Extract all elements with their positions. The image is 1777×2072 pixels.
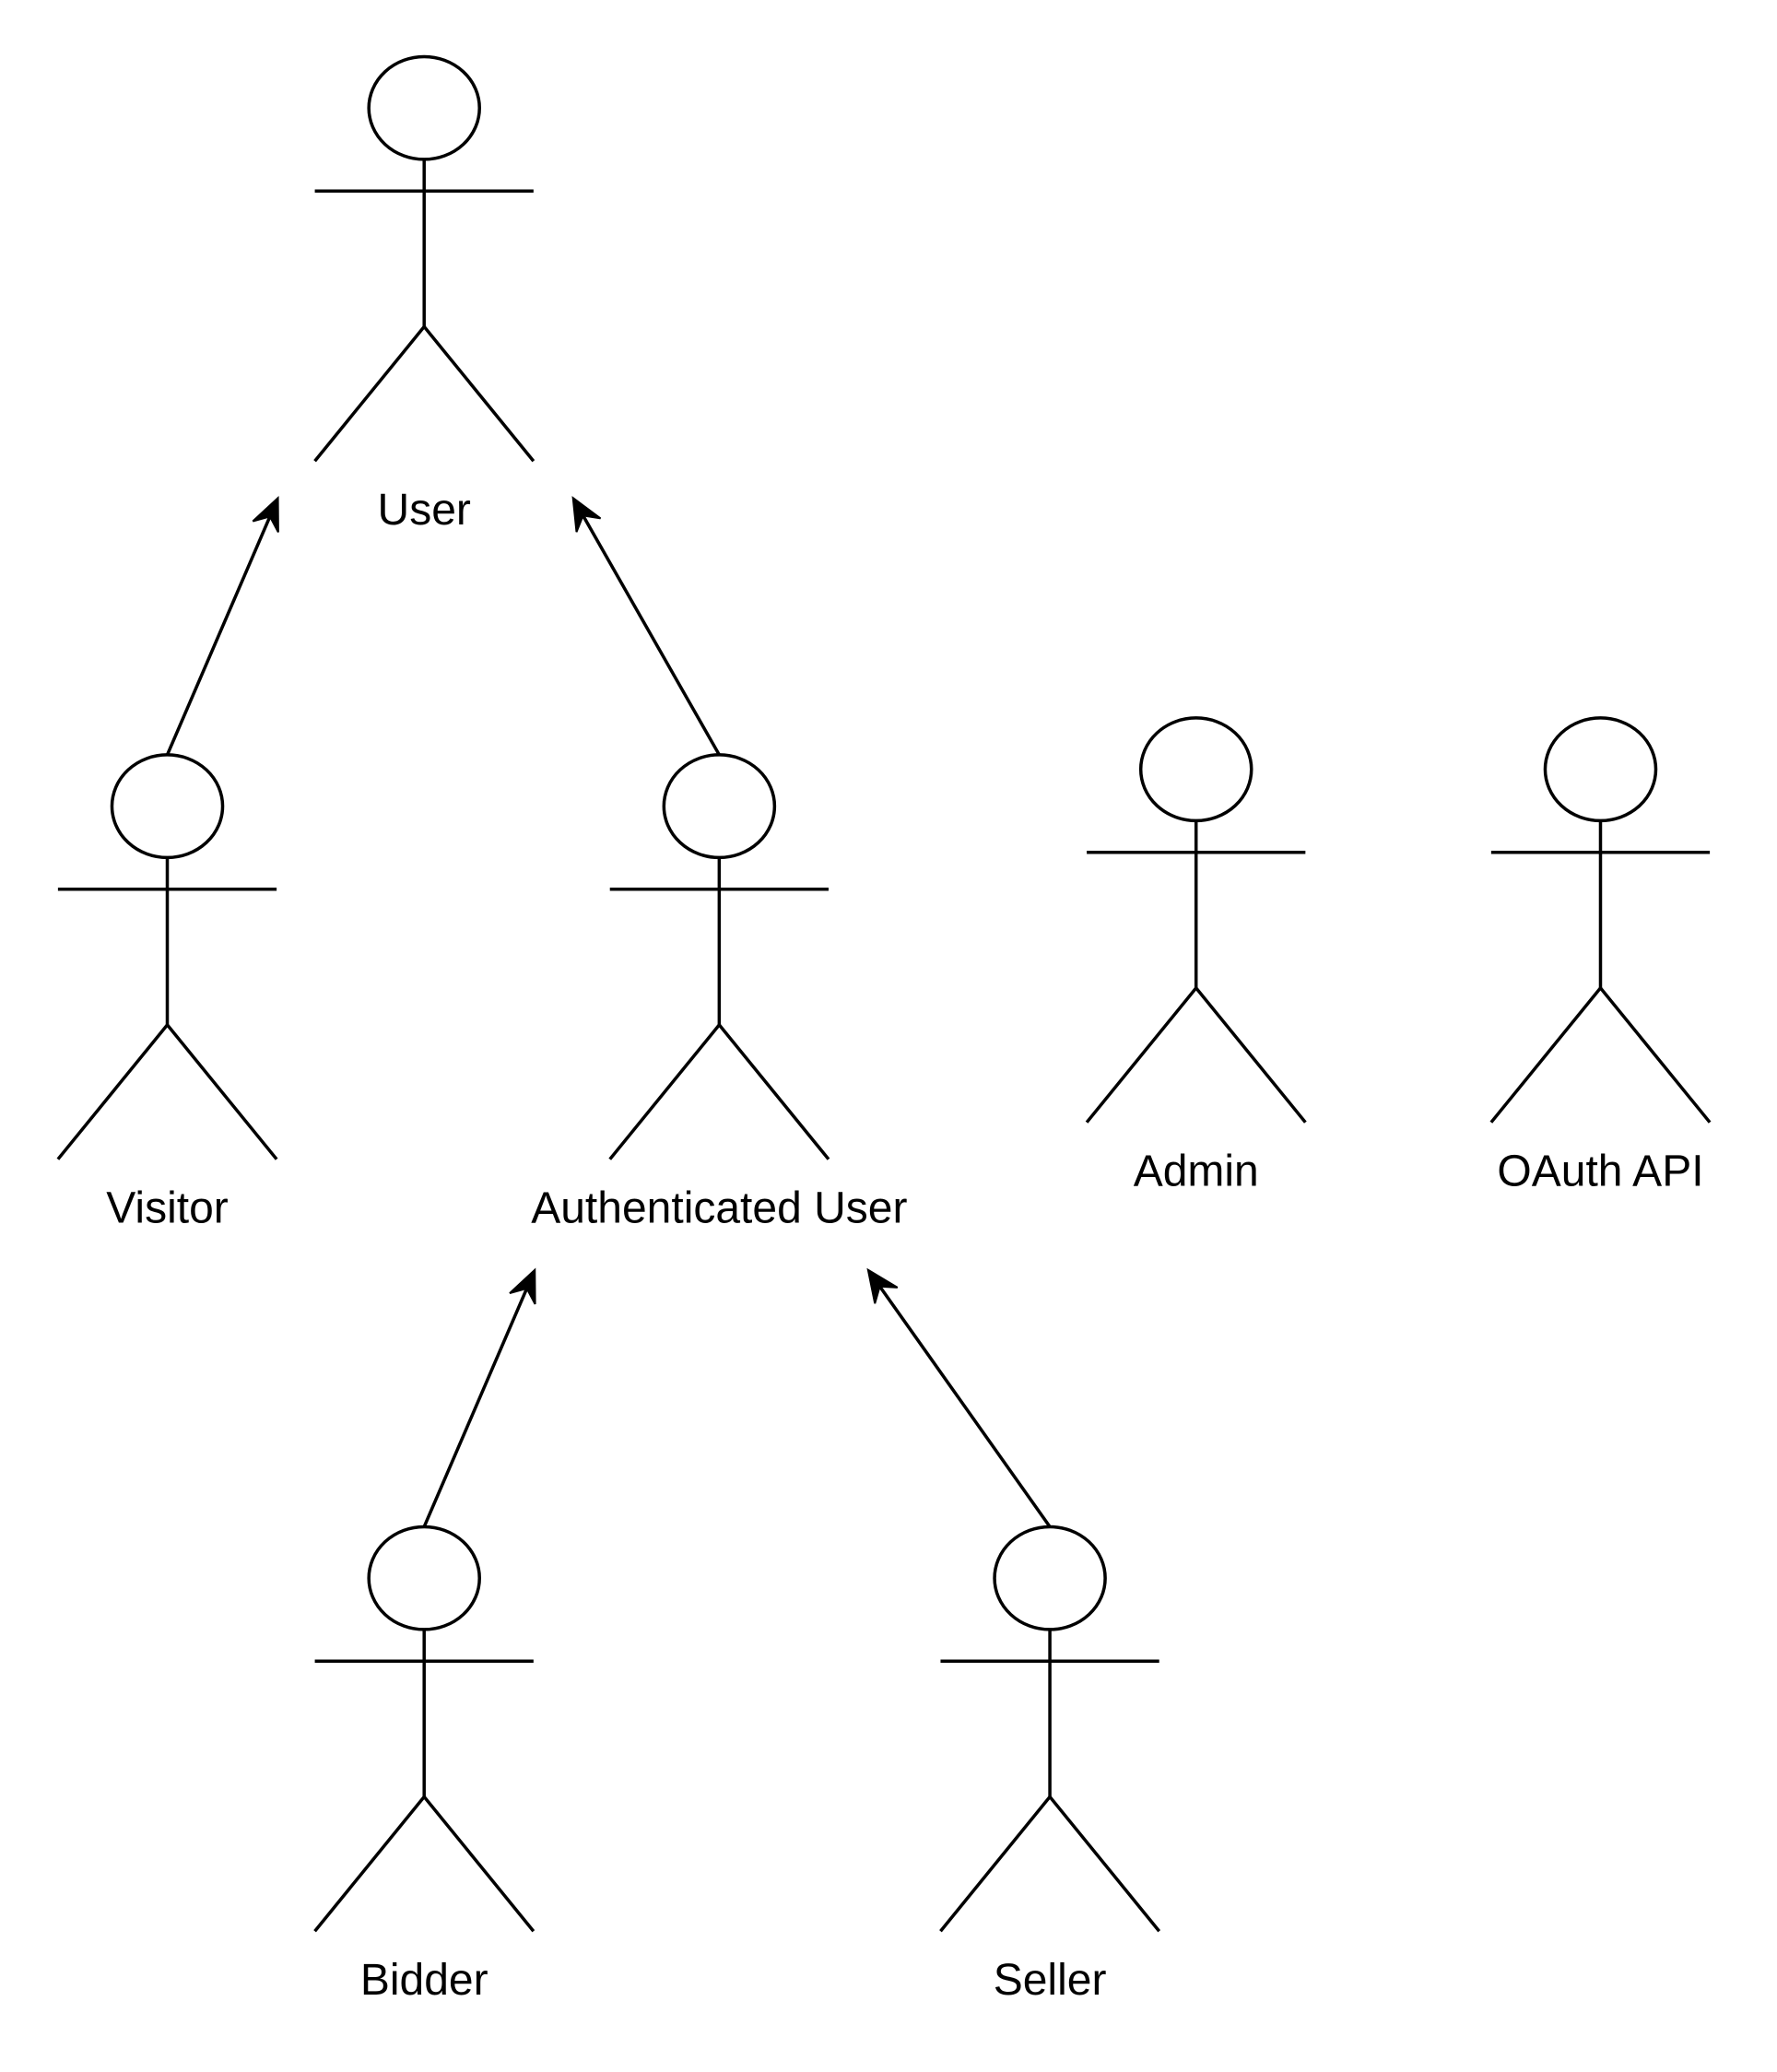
- actor-label: User: [378, 486, 471, 535]
- generalization-bidder-to-authenticated-user: [422, 1267, 536, 1528]
- actor-head: [993, 1525, 1107, 1631]
- edge-line: [878, 1285, 1052, 1528]
- actor-bidder: Bidder: [313, 1525, 535, 2005]
- actor-admin: Admin: [1085, 716, 1307, 1196]
- generalization-visitor-to-user: [165, 495, 279, 756]
- actor-seller: Seller: [939, 1525, 1161, 2005]
- edge-line: [582, 514, 721, 756]
- actor-authenticated-user: Authenticated User: [531, 753, 907, 1233]
- actor-legs: [313, 324, 535, 463]
- actor-legs: [1489, 985, 1712, 1124]
- generalization-edges: [165, 495, 1052, 1528]
- arrowhead-icon: [252, 495, 279, 533]
- actor-head: [110, 753, 225, 860]
- edge-line: [422, 1288, 529, 1528]
- generalization-seller-to-authenticated-user: [866, 1267, 1052, 1528]
- actor-legs: [939, 1794, 1161, 1933]
- actor-label: Bidder: [360, 1956, 488, 2005]
- generalization-authenticated-user-to-user: [571, 496, 721, 756]
- actor-legs: [608, 1022, 830, 1160]
- actor-head: [662, 753, 777, 860]
- actor-head: [1138, 716, 1253, 823]
- actor-user: User: [313, 54, 535, 535]
- arrowhead-icon: [866, 1267, 899, 1304]
- actor-legs: [56, 1022, 278, 1160]
- actor-head: [367, 54, 481, 161]
- actor-oauth-api: OAuth API: [1489, 716, 1712, 1196]
- actor-visitor: Visitor: [56, 753, 278, 1233]
- actor-label: Seller: [994, 1956, 1107, 2005]
- edge-line: [165, 515, 272, 756]
- actor-label: Visitor: [106, 1184, 229, 1233]
- actor-head: [367, 1525, 481, 1631]
- actor-head: [1543, 716, 1658, 823]
- actor-legs: [1085, 985, 1307, 1124]
- actor-legs: [313, 1794, 535, 1933]
- actor-label: OAuth API: [1497, 1148, 1703, 1196]
- arrowhead-icon: [509, 1267, 536, 1305]
- actor-label: Admin: [1134, 1148, 1259, 1196]
- arrowhead-icon: [571, 496, 602, 533]
- actor-label: Authenticated User: [531, 1184, 907, 1233]
